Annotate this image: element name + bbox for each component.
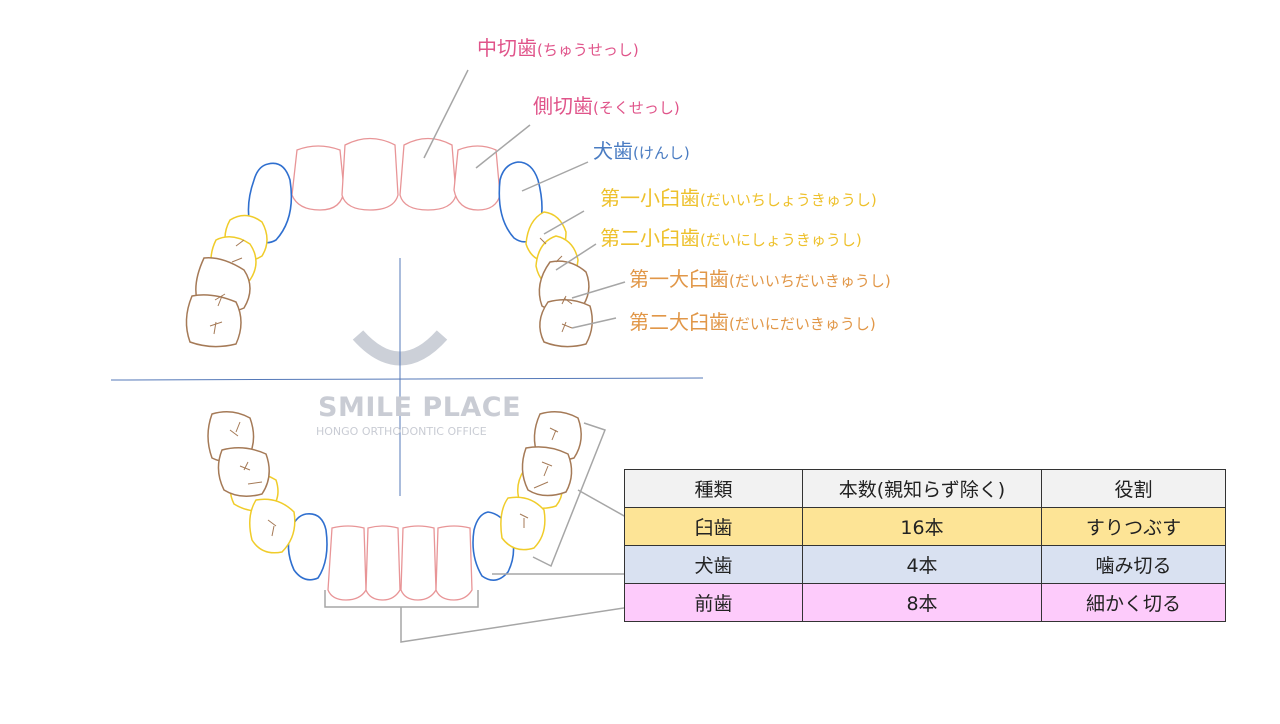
first-premolar-reading: (だいいちしょうきゅうし)	[700, 191, 877, 209]
leader-incisor-row	[400, 603, 651, 643]
label-canine: 犬歯(けんし)	[593, 141, 690, 161]
table-header-row: 種類 本数(親知らず除く) 役割	[624, 469, 1226, 508]
lower-premolar-tooth	[249, 498, 296, 554]
leader-second-premolar	[555, 243, 597, 271]
cell-count: 4本	[802, 545, 1042, 584]
tooth-groove	[519, 427, 559, 528]
second-molar-reading: (だいにだいきゅうし)	[729, 315, 876, 333]
leader-second-molar	[571, 317, 617, 329]
cell-count: 8本	[802, 583, 1042, 622]
tooth-groove	[209, 239, 245, 335]
cell-type: 犬歯	[624, 545, 803, 584]
table-row: 臼歯 16本 すりつぶす	[624, 507, 1226, 546]
header-count: 本数(親知らず除く)	[802, 469, 1042, 508]
upper-incisor-tooth	[453, 145, 501, 211]
canine-reading: (けんし)	[633, 144, 690, 162]
upper-arch	[185, 137, 593, 348]
upper-incisor-tooth	[291, 145, 345, 211]
lower-incisor-tooth	[400, 525, 437, 601]
leader-central-incisor	[423, 69, 469, 159]
tooth-groove	[229, 421, 277, 537]
label-first-molar: 第一大臼歯(だいいちだいきゅうし)	[629, 269, 891, 289]
lower-arch	[207, 411, 582, 601]
molar-bracket	[532, 422, 606, 568]
table-row: 犬歯 4本 噛み切る	[624, 545, 1226, 584]
second-molar-name: 第二大臼歯	[629, 310, 729, 334]
cell-role: すりつぶす	[1041, 507, 1226, 546]
watermark-subtitle: HONGO ORTHODONTIC OFFICE	[316, 425, 487, 438]
leader-lines	[324, 69, 651, 643]
label-first-premolar: 第一小臼歯(だいいちしょうきゅうし)	[600, 188, 877, 208]
lower-incisor-tooth	[435, 525, 473, 601]
lower-incisor-tooth	[365, 525, 401, 601]
first-premolar-name: 第一小臼歯	[600, 186, 700, 210]
lateral-incisor-reading: (そくせっし)	[593, 99, 680, 117]
label-central-incisor: 中切歯(ちゅうせっし)	[477, 38, 639, 58]
first-molar-name: 第一大臼歯	[629, 267, 729, 291]
lower-incisor-tooth	[327, 525, 367, 601]
leader-first-molar	[571, 281, 626, 299]
lower-molar-tooth	[521, 446, 573, 497]
central-incisor-name: 中切歯	[477, 36, 537, 60]
table-row: 前歯 8本 細かく切る	[624, 583, 1226, 622]
cell-type: 前歯	[624, 583, 803, 622]
first-molar-reading: (だいいちだいきゅうし)	[729, 272, 891, 290]
upper-incisor-tooth	[341, 137, 399, 211]
label-second-molar: 第二大臼歯(だいにだいきゅうし)	[629, 312, 876, 332]
label-lateral-incisor: 側切歯(そくせっし)	[533, 96, 680, 116]
label-second-premolar: 第二小臼歯(だいにしょうきゅうし)	[600, 228, 862, 248]
cell-type: 臼歯	[624, 507, 803, 546]
watermark-title: SMILE PLACE	[318, 392, 522, 423]
second-premolar-name: 第二小臼歯	[600, 226, 700, 250]
lateral-incisor-name: 側切歯	[533, 94, 593, 118]
upper-incisor-tooth	[399, 137, 457, 211]
teeth-summary-table: 種類 本数(親知らず除く) 役割 臼歯 16本 すりつぶす 犬歯 4本 噛み切る…	[624, 469, 1226, 622]
tooth-groove	[539, 237, 573, 333]
lower-premolar-tooth	[500, 496, 546, 551]
leader-first-premolar	[543, 210, 585, 235]
header-type: 種類	[624, 469, 803, 508]
central-incisor-reading: (ちゅうせっし)	[537, 41, 639, 59]
horizontal-divider	[110, 377, 704, 381]
lower-molar-tooth	[217, 447, 270, 497]
canine-name: 犬歯	[593, 139, 633, 163]
cell-role: 細かく切る	[1041, 583, 1226, 622]
upper-molar-tooth	[185, 294, 242, 348]
cell-count: 16本	[802, 507, 1042, 546]
cell-role: 噛み切る	[1041, 545, 1226, 584]
second-premolar-reading: (だいにしょうきゅうし)	[700, 231, 862, 249]
header-role: 役割	[1041, 469, 1226, 508]
leader-lateral-incisor	[475, 124, 531, 169]
leader-canine	[521, 161, 589, 192]
